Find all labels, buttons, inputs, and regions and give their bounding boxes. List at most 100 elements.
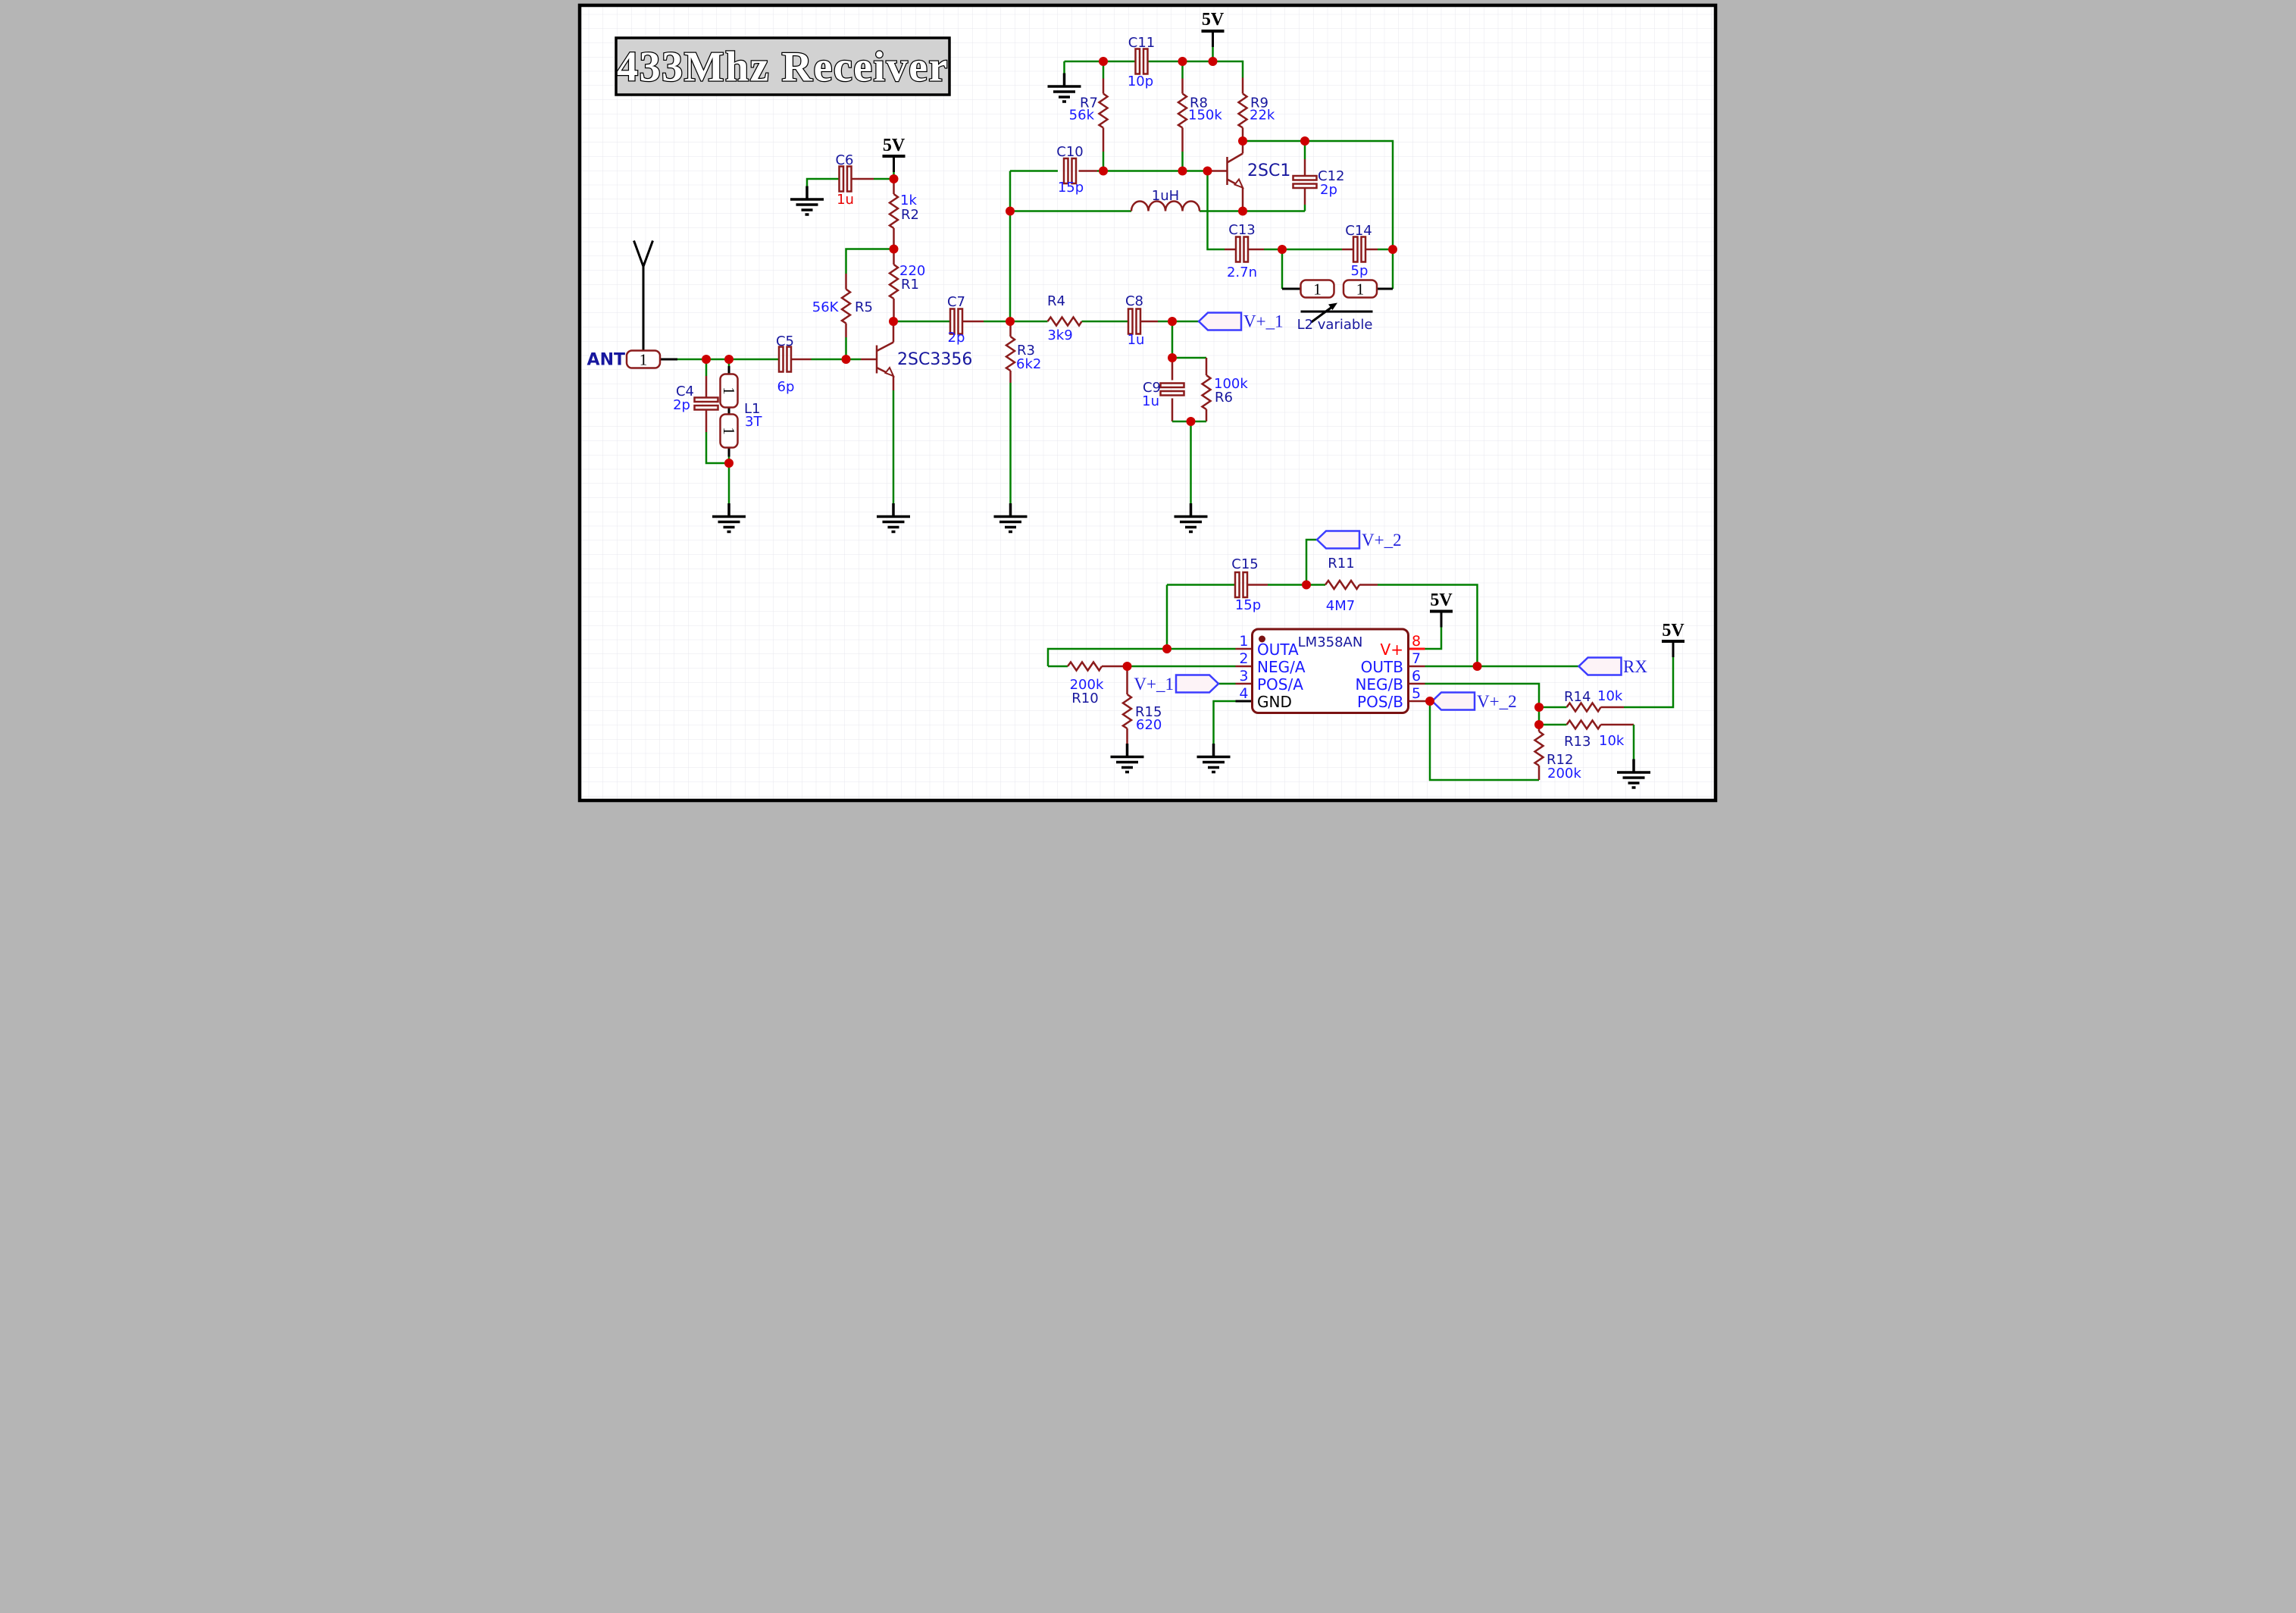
wires[interactable] (659, 47, 1674, 781)
ic-labels[interactable]: LM358AN 1 2 3 4 OUTA NEG/A POS/A GND 8 7… (1239, 633, 1421, 711)
c4-value[interactable]: 2p (673, 397, 690, 413)
c5-ref[interactable]: C5 (775, 334, 793, 349)
r14-ref[interactable]: R14 (1564, 689, 1591, 705)
netflag-rx[interactable] (1577, 656, 1622, 676)
pin1-marker-icon (1258, 635, 1265, 643)
junction-dots (701, 57, 1544, 729)
header-pin-label: 1 (720, 427, 738, 435)
c15-ref[interactable]: C15 (1231, 556, 1258, 572)
r3-ref[interactable]: R3 (1017, 343, 1035, 359)
r14-value[interactable]: 10k (1597, 688, 1623, 704)
r4-value[interactable]: 3k9 (1047, 327, 1072, 343)
netflag-vp2-top[interactable] (1315, 530, 1360, 550)
c6-value[interactable]: 1u (837, 192, 854, 208)
c9-ref[interactable]: C9 (1142, 380, 1160, 396)
pwr-label: 5V (1430, 590, 1453, 610)
pin-number-6: 6 (1412, 668, 1421, 684)
pin-number-4: 4 (1239, 685, 1248, 702)
header-pin-label: 1 (1313, 280, 1322, 299)
header-pin-label: 1 (639, 351, 647, 369)
components[interactable] (625, 48, 1602, 767)
r15-ref[interactable]: R15 (1135, 704, 1162, 720)
c14-value[interactable]: 5p (1350, 263, 1368, 279)
emitter-arrow-icon (884, 366, 895, 377)
r5-ref[interactable]: R5 (855, 299, 873, 315)
r11-value[interactable]: 4M7 (1325, 598, 1354, 614)
r7-ref[interactable]: R7 (1080, 96, 1098, 111)
r2-ref[interactable]: R2 (901, 207, 919, 223)
c8-ref[interactable]: C8 (1125, 293, 1143, 309)
netflag-vp1-pin3[interactable] (1175, 674, 1219, 694)
ic-lm358an[interactable] (1250, 628, 1409, 714)
r13-value[interactable]: 10k (1599, 733, 1625, 749)
q1-label[interactable]: 2SC3356 (897, 350, 972, 369)
title-block[interactable]: 433Mhz Receiver (614, 36, 951, 96)
c4-ref[interactable]: C4 (675, 384, 693, 399)
r13-ref[interactable]: R13 (1564, 734, 1591, 750)
ind1-label[interactable]: 1uH (1151, 188, 1178, 204)
netflag-vp1[interactable] (1197, 312, 1242, 331)
r10-ref[interactable]: R10 (1071, 691, 1098, 706)
r9-ref[interactable]: R9 (1250, 96, 1268, 111)
r6-value[interactable]: 100k (1214, 376, 1248, 392)
pin-label-outb: OUTB (1360, 658, 1403, 676)
c15-value[interactable]: 15p (1234, 597, 1260, 613)
r5-value[interactable]: 56K (812, 299, 839, 315)
c7-ref[interactable]: C7 (946, 294, 965, 310)
r8-value[interactable]: 150k (1188, 108, 1222, 124)
c5-value[interactable]: 6p (777, 379, 794, 395)
pin-label-outa: OUTA (1257, 641, 1299, 659)
r12-value[interactable]: 200k (1547, 766, 1581, 781)
netflag-vp2-pin5[interactable] (1431, 691, 1475, 711)
pin-number-1: 1 (1239, 633, 1248, 650)
l1-ref[interactable]: L1 (744, 401, 760, 417)
pwr-label: 5V (882, 136, 905, 155)
r12-ref[interactable]: R12 (1547, 752, 1573, 768)
c10-value[interactable]: 15p (1057, 180, 1083, 196)
r1-value[interactable]: 220 (899, 263, 925, 279)
c10-ref[interactable]: C10 (1056, 144, 1083, 160)
header-pin-label: 1 (720, 387, 738, 395)
pin-label-negb: NEG/B (1355, 675, 1403, 694)
c6-ref[interactable]: C6 (835, 152, 853, 168)
pin-number-5: 5 (1412, 685, 1421, 702)
net-flags[interactable]: V+_1 V+_2 V+_2 RX V+_1 ANT (587, 312, 1647, 712)
inductor-1uH[interactable] (1130, 200, 1200, 211)
q2-label[interactable]: 2SC1 (1247, 161, 1290, 180)
r10-value[interactable]: 200k (1069, 677, 1103, 693)
r6-ref[interactable]: R6 (1215, 390, 1233, 406)
c12-ref[interactable]: C12 (1318, 168, 1344, 184)
r15-value[interactable]: 620 (1136, 717, 1162, 733)
component-labels[interactable]: C11 10p R7 56k R8 150k R9 22k C10 15p 2S… (673, 35, 1625, 781)
c13-ref[interactable]: C13 (1228, 222, 1255, 238)
power-symbols[interactable]: 5V 5V 5V 5V (881, 10, 1686, 659)
c13-value[interactable]: 2.7n (1226, 265, 1256, 280)
c11-value[interactable]: 10p (1127, 74, 1153, 89)
c9-value[interactable]: 1u (1142, 393, 1159, 409)
r2-value[interactable]: 1k (900, 193, 917, 208)
l2-variable-icon[interactable] (1300, 302, 1372, 324)
pin-label-posb: POS/B (1357, 693, 1403, 711)
page-title: 433Mhz Receiver (617, 44, 949, 91)
r8-ref[interactable]: R8 (1190, 96, 1208, 111)
ant-label: ANT (587, 351, 624, 370)
r3-value[interactable]: 6k2 (1016, 356, 1041, 372)
transistor-2SC3356[interactable] (875, 341, 895, 377)
c12-value[interactable]: 2p (1320, 182, 1337, 198)
c14-ref[interactable]: C14 (1345, 223, 1372, 239)
r11-ref[interactable]: R11 (1328, 556, 1354, 572)
schematic-canvas[interactable]: 433Mhz Receiver (574, 0, 1722, 806)
l1-value[interactable]: 3T (745, 414, 762, 430)
r9-value[interactable]: 22k (1250, 108, 1275, 124)
l2-label[interactable]: L2 variable (1297, 317, 1372, 333)
antenna-icon[interactable] (632, 240, 654, 352)
r7-value[interactable]: 56k (1068, 108, 1094, 124)
r4-ref[interactable]: R4 (1047, 293, 1065, 309)
transistor-2SC1[interactable] (1225, 152, 1244, 189)
netflag-vp2-label: V+_2 (1477, 692, 1517, 711)
c7-value[interactable]: 2p (947, 330, 965, 346)
r1-ref[interactable]: R1 (901, 277, 919, 293)
c8-value[interactable]: 1u (1127, 332, 1144, 348)
ic-name[interactable]: LM358AN (1297, 634, 1362, 650)
c11-ref[interactable]: C11 (1128, 35, 1154, 51)
